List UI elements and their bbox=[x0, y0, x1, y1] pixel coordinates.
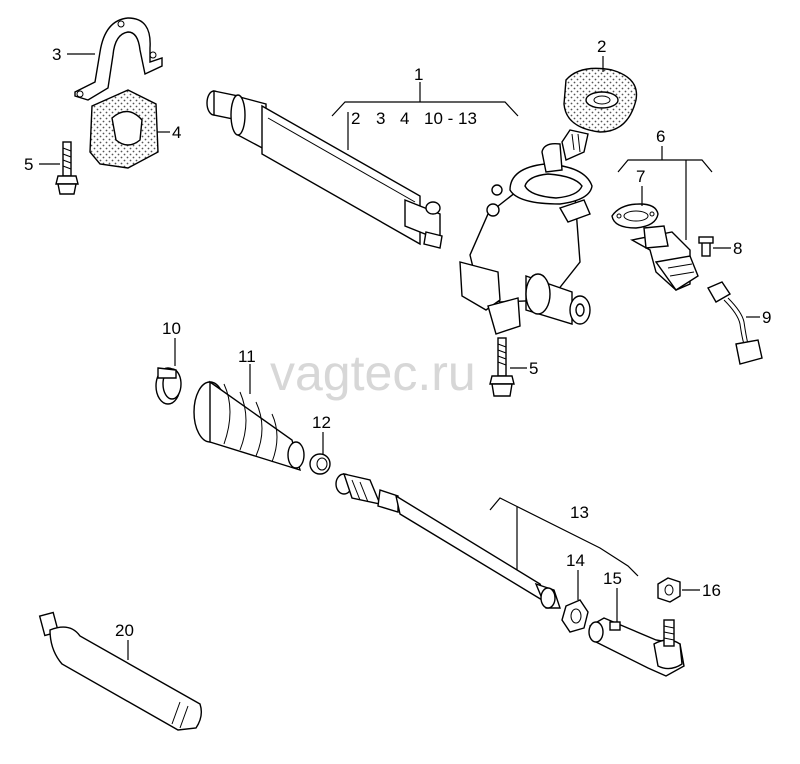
callout-7: 7 bbox=[636, 167, 645, 186]
callout-14: 14 bbox=[566, 551, 585, 570]
bracket-1 bbox=[331, 101, 519, 117]
nut-part-16[interactable] bbox=[657, 577, 681, 603]
callout-2: 2 bbox=[597, 37, 606, 56]
clamp-part-3[interactable] bbox=[74, 17, 163, 101]
bracket-6 bbox=[617, 159, 713, 173]
grease-tube-part-20[interactable] bbox=[38, 611, 203, 731]
callout-8: 8 bbox=[733, 239, 742, 258]
tie-rod-part-13[interactable] bbox=[335, 473, 561, 609]
clip-part-10[interactable] bbox=[155, 367, 182, 405]
callout-5-upper: 5 bbox=[24, 155, 33, 174]
callout-1-sub-2: 2 bbox=[351, 109, 360, 128]
bracket-13 bbox=[489, 497, 639, 577]
gasket-part-7[interactable] bbox=[611, 203, 659, 229]
callout-1-sub-range: 10 - 13 bbox=[424, 109, 477, 128]
callout-20: 20 bbox=[115, 621, 134, 640]
callout-15: 15 bbox=[603, 569, 622, 588]
callout-13: 13 bbox=[570, 503, 589, 522]
wiring-harness-part-9[interactable] bbox=[707, 281, 763, 365]
callout-3: 3 bbox=[52, 45, 61, 64]
callout-1: 1 bbox=[414, 65, 423, 84]
callout-12: 12 bbox=[312, 413, 331, 432]
callout-11: 11 bbox=[238, 347, 256, 366]
control-unit-part-6[interactable] bbox=[629, 225, 699, 291]
callout-9: 9 bbox=[762, 308, 771, 327]
seal-part-2[interactable] bbox=[563, 67, 638, 133]
steering-gear-part-1[interactable] bbox=[206, 90, 593, 335]
boot-part-11[interactable] bbox=[193, 380, 305, 472]
callout-4: 4 bbox=[172, 123, 181, 142]
callout-6: 6 bbox=[656, 127, 665, 146]
rubber-mount-part-4[interactable] bbox=[89, 89, 159, 169]
callout-16: 16 bbox=[702, 581, 721, 600]
callout-1-sub-4: 4 bbox=[400, 109, 409, 128]
callout-1-sub-3: 3 bbox=[376, 109, 385, 128]
clip-part-12[interactable] bbox=[309, 453, 331, 475]
callout-10: 10 bbox=[162, 319, 181, 338]
bolt-part-5-lower[interactable] bbox=[489, 337, 515, 397]
screw-part-8[interactable] bbox=[698, 236, 714, 257]
bolt-part-5-upper[interactable] bbox=[55, 141, 79, 195]
tie-rod-end-part-15[interactable] bbox=[588, 617, 685, 677]
nut-part-14[interactable] bbox=[561, 599, 589, 633]
watermark-text: vagtec.ru bbox=[270, 345, 476, 401]
callout-5-lower: 5 bbox=[529, 359, 538, 378]
